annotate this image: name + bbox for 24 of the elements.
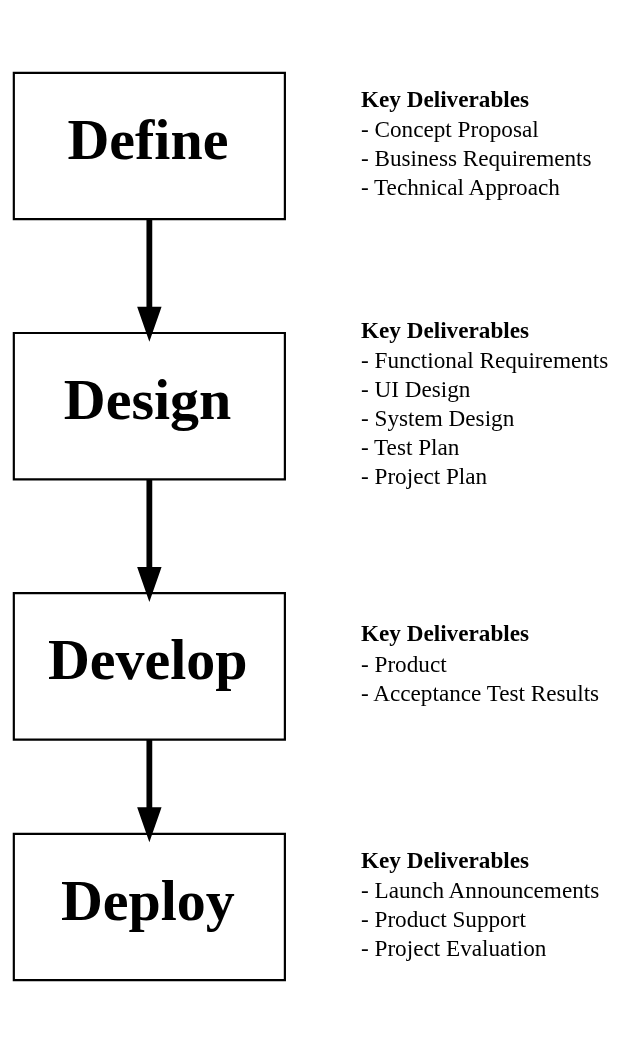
- node-box: Design: [12, 331, 286, 480]
- node-label: - System Design: [360, 404, 515, 431]
- node-label: Key Deliverables: [360, 85, 530, 112]
- node-label: - Concept Proposal: [360, 115, 539, 142]
- arrow: [137, 739, 162, 842]
- node-label: - Business Requirements: [360, 144, 592, 171]
- node-label: - Launch Announcements: [360, 876, 600, 903]
- node-label: Key Deliverables: [360, 619, 530, 646]
- node-box: Deploy: [12, 832, 286, 981]
- node-label: Key Deliverables: [360, 316, 530, 343]
- arrow: [137, 479, 162, 602]
- arrow: [137, 219, 162, 342]
- node-label: - Test Plan: [360, 433, 460, 460]
- node-label: - Acceptance Test Results: [360, 679, 600, 706]
- node-box: Define: [12, 71, 286, 220]
- node-label: - Technical Approach: [360, 173, 560, 200]
- node-box: Develop: [12, 591, 286, 741]
- node-label: - UI Design: [360, 375, 471, 402]
- node-label: - Product Support: [360, 905, 526, 932]
- node-label: - Project Plan: [360, 462, 488, 489]
- node-label: - Functional Requirements: [360, 346, 609, 373]
- node-label: Key Deliverables: [360, 846, 530, 873]
- node-label: - Project Evaluation: [360, 934, 547, 961]
- node-label: - Product: [360, 650, 447, 677]
